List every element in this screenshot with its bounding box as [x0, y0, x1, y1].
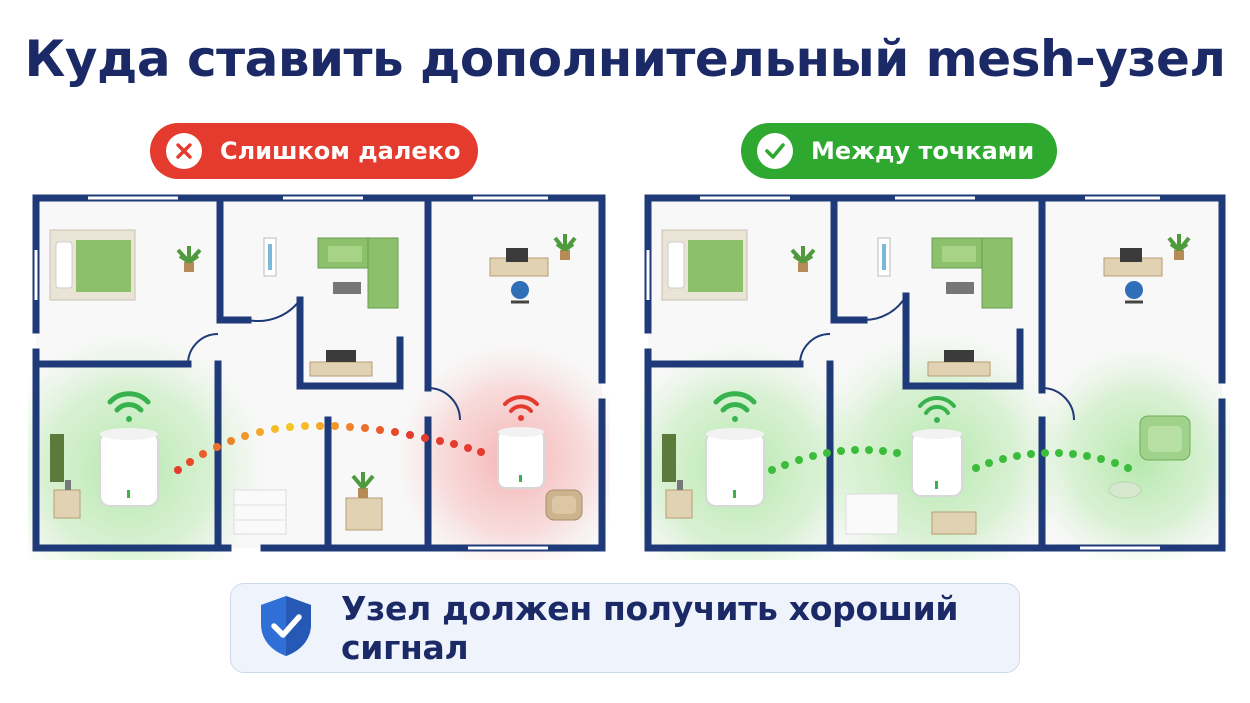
- wifi-icon: [107, 391, 151, 422]
- mesh-router-icon: [911, 429, 963, 497]
- check-circle-icon: [757, 133, 793, 169]
- armchair: [1139, 415, 1191, 461]
- signal-path-weak: [174, 422, 485, 474]
- bad-placement-label: Слишком далеко: [150, 123, 478, 179]
- mesh-router-icon: [705, 428, 765, 507]
- coverage-zone-far: [1025, 345, 1230, 560]
- shield-check-icon: [257, 594, 315, 662]
- signal-path-good: [768, 446, 1132, 474]
- mesh-router-icon: [497, 427, 545, 489]
- good-placement-label: Между точками: [741, 123, 1057, 179]
- wifi-icon: [918, 395, 956, 423]
- floor-plan-between-points: [640, 190, 1230, 560]
- tip-text: Узел должен получить хороший сигнал: [341, 589, 959, 667]
- floor-plan-too-far: [28, 190, 610, 560]
- mesh-router-icon: [99, 428, 159, 507]
- wifi-icon: [503, 395, 539, 421]
- bed: [49, 229, 136, 301]
- sofa: [317, 237, 399, 309]
- armchair: [545, 489, 583, 521]
- plant: [176, 246, 202, 272]
- page-title: Куда ставить дополнительный mesh-узел: [24, 30, 1226, 88]
- bad-placement-text: Слишком далеко: [220, 137, 461, 165]
- good-placement-text: Между точками: [811, 137, 1035, 165]
- wifi-icon: [713, 391, 757, 422]
- tip-banner: Узел должен получить хороший сигнал: [230, 583, 1020, 673]
- cross-circle-icon: [166, 133, 202, 169]
